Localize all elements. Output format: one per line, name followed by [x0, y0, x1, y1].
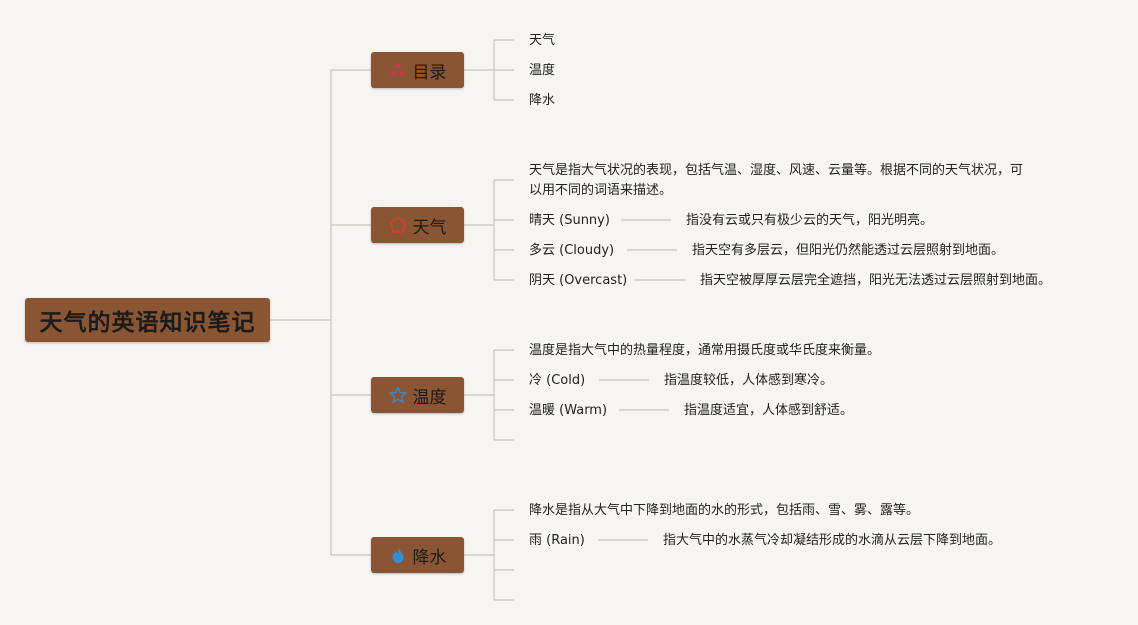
toc-item-temperature[interactable]: 温度	[529, 63, 556, 78]
toc-item-weather[interactable]: 天气	[529, 33, 556, 48]
temperature-desc-warm: 指温度适宜，人体感到舒适。	[684, 403, 854, 418]
branch-node-precipitation[interactable]: 降水	[371, 537, 464, 573]
temperature-intro: 温度是指大气中的热量程度，通常用摄氏度或华氏度来衡量。	[529, 343, 881, 358]
weather-term-cloudy[interactable]: 多云 (Cloudy)	[529, 243, 615, 258]
branch-label-temperature: 温度	[412, 387, 447, 408]
star-outline-icon	[388, 386, 407, 404]
precipitation-desc-rain: 指大气中的水蒸气冷却凝结形成的水滴从云层下降到地面。	[663, 533, 1002, 548]
temperature-term-cold[interactable]: 冷 (Cold)	[529, 373, 586, 388]
weather-desc-overcast: 指天空被厚厚云层完全遮挡，阳光无法透过云层照射到地面。	[700, 273, 1052, 288]
pentagon-star-icon	[388, 216, 407, 234]
weather-desc-cloudy: 指天空有多层云，但阳光仍然能透过云层照射到地面。	[692, 243, 1005, 258]
branch-label-toc: 目录	[412, 62, 447, 83]
branch-label-weather: 天气	[412, 217, 447, 238]
weather-term-overcast[interactable]: 阴天 (Overcast)	[529, 273, 628, 288]
root-node[interactable]: 天气的英语知识笔记	[25, 298, 270, 342]
triangle-dots-icon	[389, 61, 407, 79]
temperature-desc-cold: 指温度较低，人体感到寒冷。	[664, 373, 834, 388]
branch-node-toc[interactable]: 目录	[371, 52, 464, 88]
weather-term-sunny[interactable]: 晴天 (Sunny)	[529, 213, 610, 228]
root-title: 天气的英语知识笔记	[39, 310, 256, 336]
weather-intro: 天气是指大气状况的表现，包括气温、湿度、风速、云量等。根据不同的天气状况，可以用…	[529, 163, 1024, 198]
toc-item-precipitation[interactable]: 降水	[529, 93, 556, 108]
branch-label-precipitation: 降水	[412, 547, 447, 568]
flame-drop-icon	[389, 546, 407, 564]
branch-node-temperature[interactable]: 温度	[371, 377, 464, 413]
temperature-term-warm[interactable]: 温暖 (Warm)	[529, 403, 608, 418]
precipitation-term-rain[interactable]: 雨 (Rain)	[529, 533, 585, 548]
branch-node-weather[interactable]: 天气	[371, 207, 464, 243]
weather-desc-sunny: 指没有云或只有极少云的天气，阳光明亮。	[686, 213, 934, 228]
precipitation-intro: 降水是指从大气中下降到地面的水的形式，包括雨、雪、雾、露等。	[529, 503, 920, 518]
